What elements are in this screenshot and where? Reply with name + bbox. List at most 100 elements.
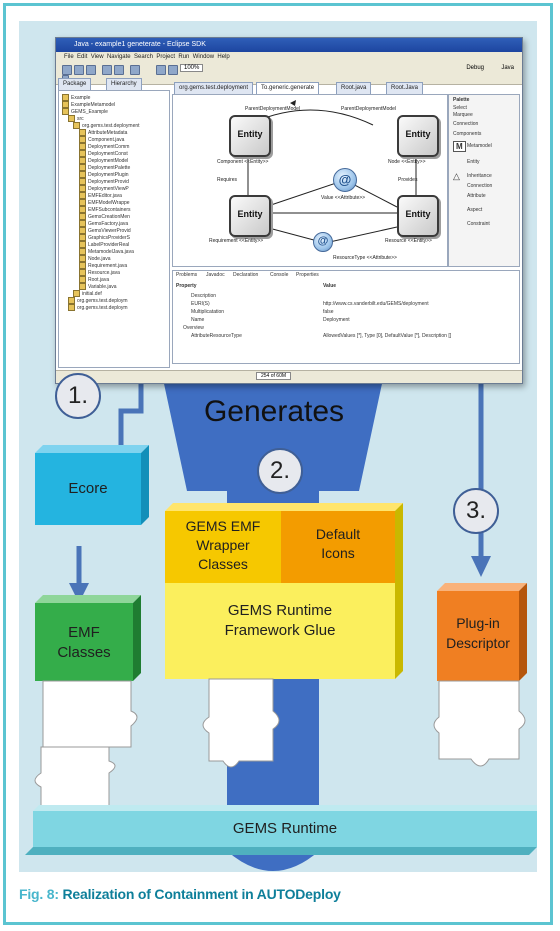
tree-item[interactable]: Example bbox=[62, 94, 90, 101]
menu-project[interactable]: Project bbox=[156, 54, 176, 60]
prop-name: Name bbox=[191, 317, 205, 323]
tree-item[interactable]: org.gems.test.deployment bbox=[73, 122, 140, 129]
prop-value[interactable]: false bbox=[323, 309, 334, 315]
prop-value[interactable]: AllowedValues [*], Type [0], DefaultValu… bbox=[323, 333, 452, 339]
debug-icon[interactable] bbox=[102, 65, 112, 75]
heap-status[interactable]: 254 of 60M bbox=[256, 372, 292, 380]
tab-javadoc[interactable]: Javadoc bbox=[206, 272, 225, 278]
entity-resource[interactable]: Entity bbox=[397, 195, 439, 237]
label-parent-right: ParentDeploymentModel bbox=[341, 106, 397, 112]
tree-item[interactable]: Root.java bbox=[79, 276, 109, 283]
prop-name: AttributeResourceType bbox=[191, 333, 242, 339]
entity-requirement[interactable]: Entity bbox=[229, 195, 271, 237]
palette-attribute[interactable]: Attribute bbox=[467, 193, 486, 199]
label-resourcetype: ResourceType <<Attribute>> bbox=[333, 255, 397, 261]
tree-item[interactable]: MetamodelJava.java bbox=[79, 248, 134, 255]
block-shapes bbox=[25, 445, 537, 855]
tree-item[interactable]: GemsViewerProvid bbox=[79, 227, 131, 234]
palette-aspect[interactable]: Aspect bbox=[467, 207, 483, 213]
box-default-icons: Default Icons bbox=[315, 526, 361, 561]
tree-item[interactable]: Variable.java bbox=[79, 283, 117, 290]
tab-declaration[interactable]: Declaration bbox=[233, 272, 259, 278]
print-icon[interactable] bbox=[86, 65, 96, 75]
step-2: 2. bbox=[257, 448, 303, 494]
metamodel-icon[interactable]: M bbox=[453, 141, 466, 152]
save-icon[interactable] bbox=[74, 65, 84, 75]
tab-properties[interactable]: Properties bbox=[296, 272, 319, 278]
tree-item[interactable]: ExampleMetamodel bbox=[62, 101, 115, 108]
props-header-property: Property bbox=[176, 283, 197, 289]
palette-connection-2[interactable]: Connection bbox=[467, 183, 493, 189]
tab-problems[interactable]: Problems bbox=[176, 272, 198, 278]
layout-icon[interactable] bbox=[156, 65, 166, 75]
tree-item[interactable]: Component.java bbox=[79, 136, 124, 143]
menu-navigate[interactable]: Navigate bbox=[106, 54, 131, 60]
search-icon[interactable] bbox=[130, 65, 140, 75]
tree-item[interactable]: LabelProviderReal bbox=[79, 241, 129, 248]
label-requirement: Requirement <<Entity>> bbox=[209, 238, 264, 244]
palette-inheritance[interactable]: Inheritance bbox=[467, 173, 492, 179]
new-icon[interactable] bbox=[62, 65, 72, 75]
prop-value[interactable]: Deployment bbox=[323, 317, 350, 323]
menu-help[interactable]: Help bbox=[217, 54, 230, 60]
align-icon[interactable] bbox=[168, 65, 178, 75]
tree-item[interactable]: GEMS_Example bbox=[62, 108, 108, 115]
palette-components[interactable]: Components bbox=[453, 131, 482, 137]
inheritance-icon[interactable]: △ bbox=[453, 171, 460, 181]
label-value: Value <<Attribute>> bbox=[321, 195, 366, 201]
palette-select[interactable]: Select bbox=[453, 105, 467, 111]
palette-marquee[interactable]: Marquee bbox=[453, 112, 473, 118]
tree-item[interactable]: DeploymentPlugin bbox=[79, 171, 129, 178]
tab-hierarchy[interactable]: Hierarchy bbox=[106, 78, 142, 91]
menu-search[interactable]: Search bbox=[133, 54, 153, 60]
tree-item[interactable]: src bbox=[68, 115, 84, 122]
tree-item[interactable]: DeploymentProvid bbox=[79, 178, 129, 185]
menu-file[interactable]: File bbox=[64, 54, 74, 60]
attribute-value[interactable]: @ bbox=[333, 168, 357, 192]
perspective-debug[interactable]: Debug bbox=[466, 65, 484, 71]
tree-item[interactable]: Resource.java bbox=[79, 269, 120, 276]
figure-frame bbox=[3, 3, 553, 925]
menu-window[interactable]: Window bbox=[192, 54, 215, 60]
tree-item[interactable]: DeploymentModel bbox=[79, 157, 128, 164]
prop-name: Description bbox=[191, 293, 217, 299]
prop-value[interactable]: http://www.cs.vanderbilt.edu/GEMS/deploy… bbox=[323, 301, 429, 307]
tree-item[interactable]: DeploymentComm bbox=[79, 143, 129, 150]
tree-item[interactable]: EMFSubcontainers bbox=[79, 206, 131, 213]
palette-constraint[interactable]: Constraint bbox=[467, 221, 490, 227]
tree-item[interactable]: GraphicsProviderS bbox=[79, 234, 130, 241]
tree-item[interactable]: EMFModelWrappe bbox=[79, 199, 130, 206]
entity-node[interactable]: Entity bbox=[397, 115, 439, 157]
run-icon[interactable] bbox=[114, 65, 124, 75]
package-explorer: Example ExampleMetamodel GEMS_Example sr… bbox=[58, 90, 170, 368]
palette-metamodel[interactable]: Metamodel bbox=[467, 143, 492, 149]
menu-edit[interactable]: Edit bbox=[77, 54, 88, 60]
attribute-resourcetype[interactable]: @ bbox=[313, 232, 333, 252]
palette-connection[interactable]: Connection bbox=[453, 121, 479, 127]
perspective-java[interactable]: Java bbox=[501, 65, 514, 71]
tree-item[interactable]: initial.def bbox=[73, 290, 102, 297]
entity-component[interactable]: Entity bbox=[229, 115, 271, 157]
tree-item[interactable]: Requirement.java bbox=[79, 262, 127, 269]
box-gems-runtime: GEMS Runtime bbox=[232, 820, 338, 837]
label-node: Node <<Entity>> bbox=[388, 159, 426, 165]
menu-run[interactable]: Run bbox=[178, 54, 190, 60]
tab-console[interactable]: Console bbox=[270, 272, 289, 278]
tree-item[interactable]: DeploymentViewP bbox=[79, 185, 129, 192]
palette-entity[interactable]: Entity bbox=[467, 159, 480, 165]
box-wrapper-classes: GEMS EMF Wrapper Classes bbox=[185, 518, 261, 572]
tree-item[interactable]: EMFEditor.java bbox=[79, 192, 122, 199]
tree-item[interactable]: DeploymentPalette bbox=[79, 164, 130, 171]
label-requires: Requires bbox=[217, 177, 238, 183]
tree-item[interactable]: DeploymentConst bbox=[79, 150, 128, 157]
menu-view[interactable]: View bbox=[90, 54, 104, 60]
diagram-editor: Entity Entity Entity Entity @ @ ParentDe… bbox=[172, 94, 448, 267]
tree-item[interactable]: GemsFactory.java bbox=[79, 220, 128, 227]
tree-item[interactable]: org.gems.test.deploym bbox=[68, 297, 128, 304]
tree-item[interactable]: GemsCreationMen bbox=[79, 213, 130, 220]
tree-item[interactable]: org.gems.test.deploym bbox=[68, 304, 128, 311]
zoom-select[interactable]: 100% bbox=[180, 64, 204, 72]
tree-item[interactable]: AttributeMetadata bbox=[79, 129, 127, 136]
caption-text: Realization of Containment in AUTODeploy bbox=[58, 886, 341, 902]
tree-item[interactable]: Node.java bbox=[79, 255, 111, 262]
